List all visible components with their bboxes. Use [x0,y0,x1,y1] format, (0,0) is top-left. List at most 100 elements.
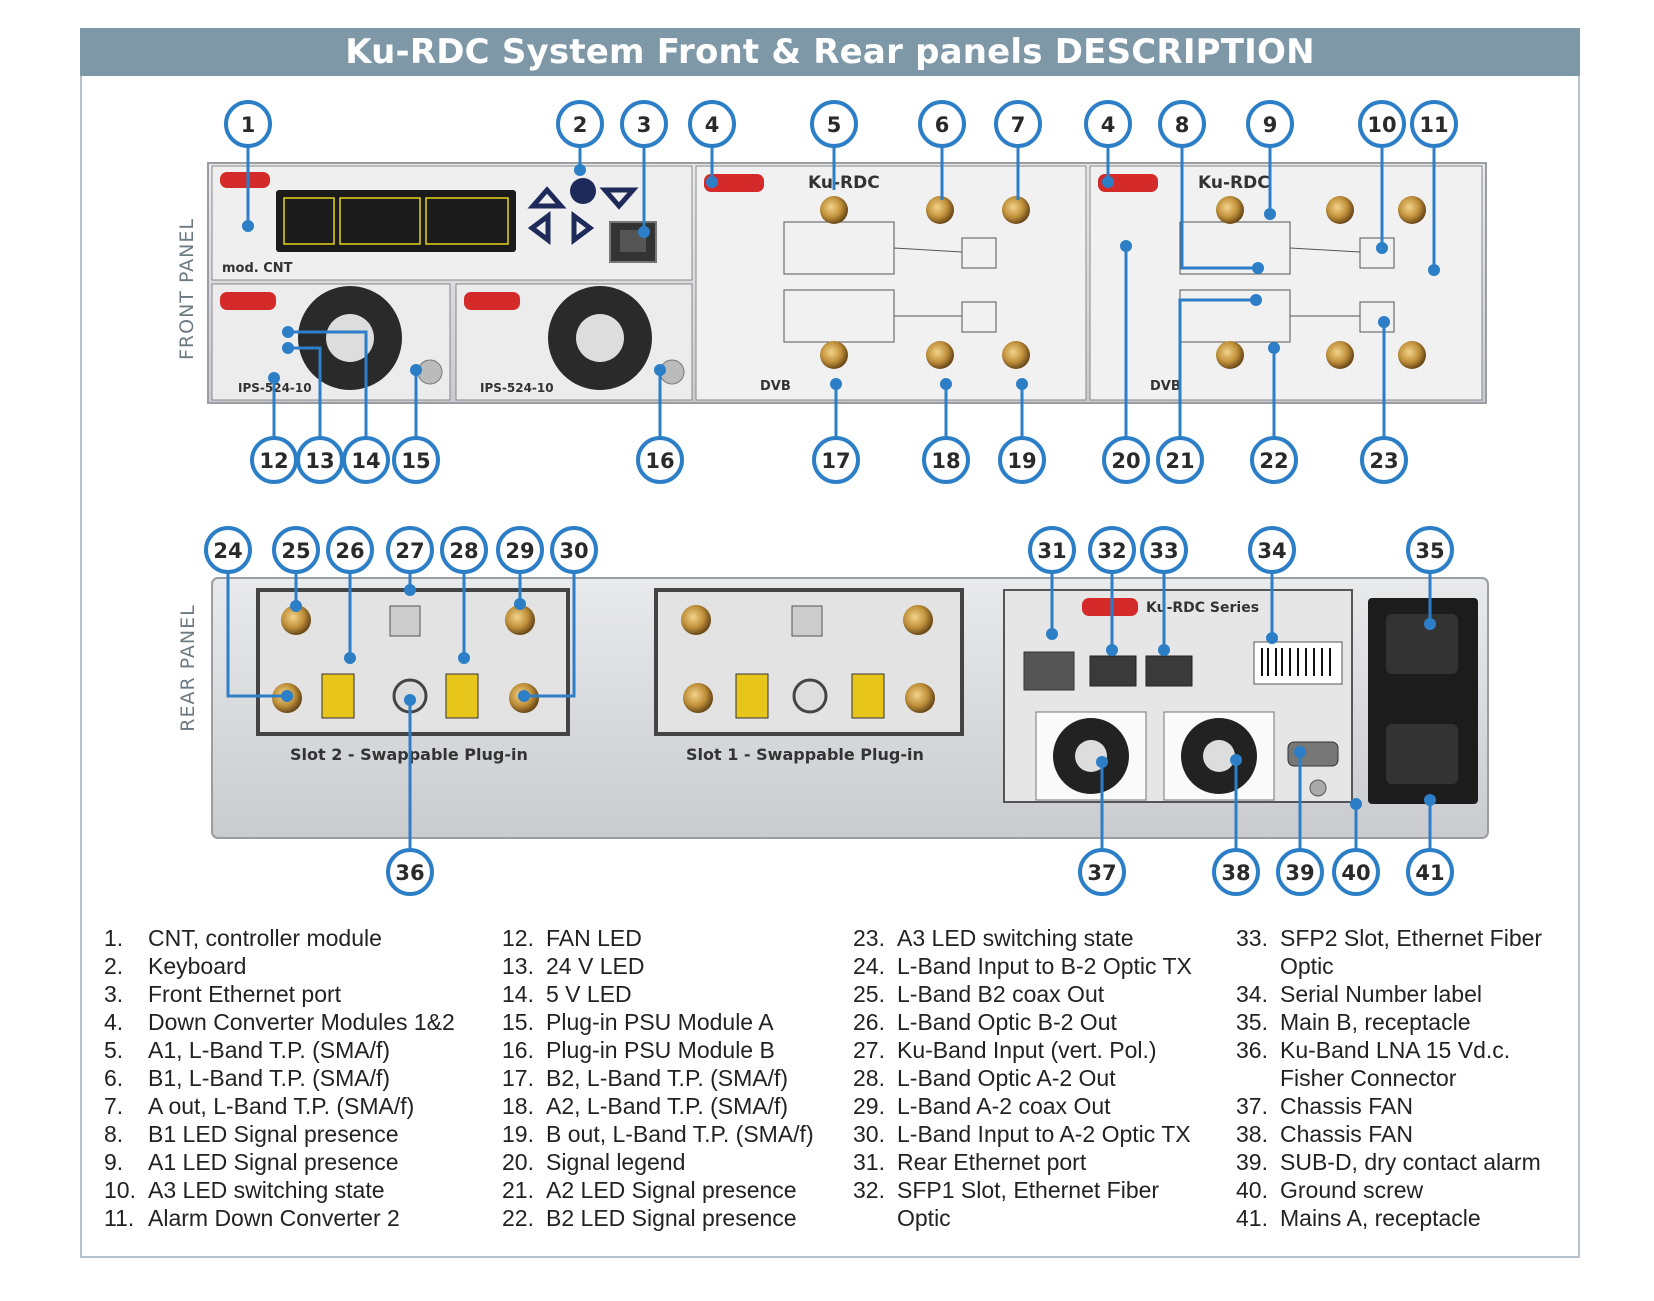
legend-item: 3.Front Ethernet port [104,980,341,1008]
legend-text: 5 V LED [546,981,632,1007]
legend-item: 20.Signal legend [502,1148,685,1176]
title-bar: Ku-RDC System Front & Rear panels DESCRI… [80,28,1580,76]
legend-item: 14.5 V LED [502,980,632,1008]
svg-text:34: 34 [1257,539,1286,563]
callout-9: 9 [1246,100,1294,148]
svg-text:16: 16 [645,449,674,473]
callout-32: 32 [1088,526,1136,574]
legend-text: Ground screw [1280,1177,1424,1203]
legend-text: SUB-D, dry contact alarm [1280,1149,1541,1175]
svg-text:1: 1 [241,113,256,137]
legend-number: 35. [1236,1009,1268,1035]
legend-item: 2. Keyboard [104,952,246,980]
svg-text:29: 29 [505,539,534,563]
legend-number: 39. [1236,1149,1268,1175]
legend-number: 26. [853,1009,885,1035]
callout-31: 31 [1028,526,1076,574]
legend-number: 4. [104,1009,124,1035]
svg-text:3: 3 [637,113,652,137]
callout-13: 13 [296,436,344,484]
callout-41: 41 [1406,848,1454,896]
legend-item: 36.Ku-Band LNA 15 Vd.c. [1236,1036,1510,1064]
legend-item: 6.B1, L-Band T.P. (SMA/f) [104,1064,390,1092]
callout-14: 14 [342,436,390,484]
svg-text:27: 27 [395,539,424,563]
legend-number: 19. [502,1121,534,1147]
svg-text:11: 11 [1419,113,1448,137]
legend-text: Chassis FAN [1280,1121,1413,1147]
legend-item: 1.CNT, controller module [104,924,382,952]
legend-text: A2 LED Signal presence [546,1177,797,1203]
legend-text: A3 LED switching state [897,925,1134,951]
legend-text: B1, L-Band T.P. (SMA/f) [148,1065,391,1091]
callout-30: 30 [550,526,598,574]
down-converter-2: Ku-RDC DVB [1089,165,1483,401]
callout-23: 23 [1360,436,1408,484]
legend-text: L-Band Optic B-2 Out [897,1009,1117,1035]
dvb-text-2: DVB [1150,379,1181,394]
callout-15: 15 [392,436,440,484]
svg-text:41: 41 [1415,861,1444,885]
legend-text: B2 LED Signal presence [546,1205,797,1231]
legend-number: 8. [104,1121,124,1147]
svg-text:7: 7 [1011,113,1026,137]
legend-text: FAN LED [546,925,642,951]
callout-2: 2 [556,100,604,148]
legend-text: Plug-in PSU Module B [546,1037,775,1063]
legend-item: 33. SFP2 Slot, Ethernet Fiber [1236,924,1542,952]
legend-text: Ku-Band Input (vert. Pol.) [897,1037,1157,1063]
legend-text: B2, L-Band T.P. (SMA/f) [546,1065,789,1091]
legend-number: 27. [853,1037,885,1063]
legend-number: 2. [104,953,124,979]
svg-text:33: 33 [1149,539,1178,563]
legend-number: 10. [104,1177,136,1203]
callout-36: 36 [386,848,434,896]
legend-number: 37. [1236,1093,1268,1119]
kurdc-series-text: Ku-RDC Series [1146,600,1259,616]
callout-37: 37 [1078,848,1126,896]
down-converter-1: Ku-RDC DVB [695,165,1087,401]
legend-item: 32.SFP1 Slot, Ethernet Fiber [853,1176,1159,1204]
legend-item: 13.24 V LED [502,952,644,980]
legend-number: 29. [853,1093,885,1119]
legend-text: Ku-Band LNA 15 Vd.c. [1280,1037,1511,1063]
legend-text: 24 V LED [546,953,645,979]
callout-3: 3 [620,100,668,148]
legend-item: 23.A3 LED switching state [853,924,1134,952]
svg-text:37: 37 [1087,861,1116,885]
callout-26: 26 [326,526,374,574]
legend-number: 30. [853,1121,885,1147]
legend-text: B out, L-Band T.P. (SMA/f) [546,1121,814,1147]
svg-text:17: 17 [821,449,850,473]
legend-item: 37. Chassis FAN [1236,1092,1413,1120]
legend-number: 11. [104,1205,135,1231]
legend-text: A1 LED Signal presence [148,1149,399,1175]
svg-text:9: 9 [1263,113,1278,137]
svg-text:8: 8 [1175,113,1190,137]
legend-number: 1. [104,925,124,951]
callout-5: 5 [810,100,858,148]
legend-text: Serial Number label [1280,981,1482,1007]
callout-16: 16 [636,436,684,484]
callout-21: 21 [1156,436,1204,484]
svg-text:5: 5 [827,113,842,137]
svg-text:22: 22 [1259,449,1288,473]
callout-25: 25 [272,526,320,574]
legend-number: 17. [502,1065,534,1091]
legend-number: 33. [1236,925,1268,951]
svg-text:19: 19 [1007,449,1036,473]
legend-text: L-Band Input to B-2 Optic TX [897,953,1192,979]
callout-7: 7 [994,100,1042,148]
legend-item: 35. Main B, receptacle [1236,1008,1470,1036]
legend-item: 27. Ku-Band Input (vert. Pol.) [853,1036,1157,1064]
svg-text:39: 39 [1285,861,1314,885]
legend-item: 15.Plug-in PSU Module A [502,1008,774,1036]
legend-text: B1 LED Signal presence [148,1121,399,1147]
psu-b-text: IPS-524-10 [480,381,554,395]
legend-text: Chassis FAN [1280,1093,1413,1119]
legend-text: L-Band Optic A-2 Out [897,1065,1116,1091]
mains-receptacles [1368,598,1478,804]
legend-text: Keyboard [148,953,247,979]
legend-text: SFP2 Slot, Ethernet Fiber [1280,925,1543,951]
legend-text: Main B, receptacle [1280,1009,1471,1035]
